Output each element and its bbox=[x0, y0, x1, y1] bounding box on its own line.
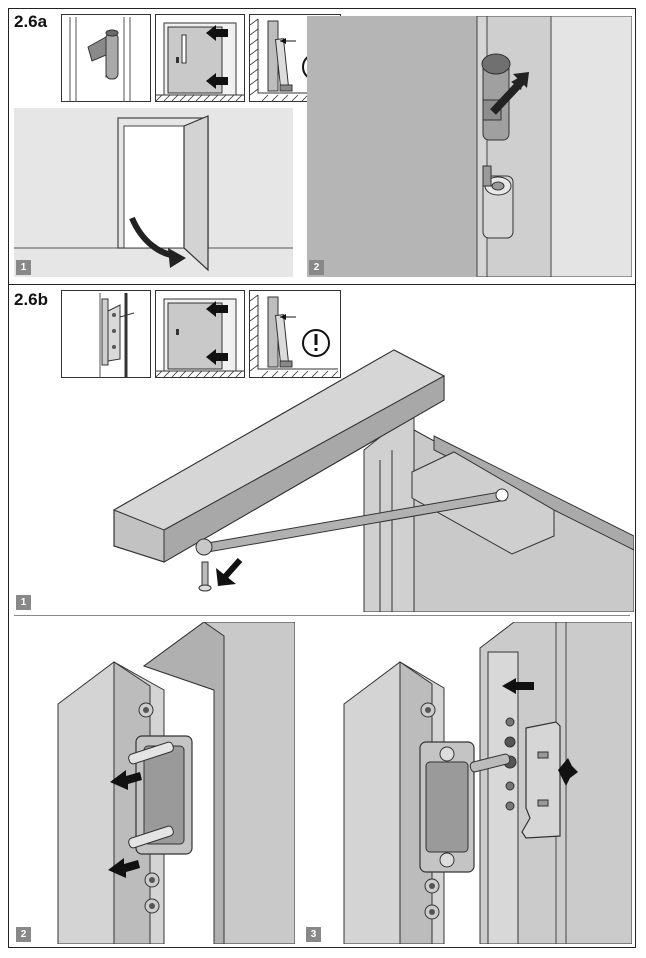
thumb-door-arrows-b bbox=[155, 290, 245, 378]
thumb-hinge bbox=[61, 14, 151, 102]
panel-b3-hinge-mount: 3 bbox=[304, 622, 632, 944]
thumb-wall-warning-b bbox=[249, 290, 341, 378]
thumb-door-arrows bbox=[155, 14, 245, 102]
step-badge-b3: 3 bbox=[306, 927, 321, 942]
thumb-frame-hinge bbox=[61, 290, 151, 378]
step-badge-b2: 2 bbox=[16, 927, 31, 942]
panel-b2-hinge-removal: 2 bbox=[14, 622, 295, 944]
step-badge-a1: 1 bbox=[16, 260, 31, 275]
section-label-2-6a: 2.6a bbox=[14, 12, 48, 31]
panel-a1-open-door: 1 bbox=[14, 108, 293, 277]
panel-divider bbox=[14, 615, 630, 616]
section-divider bbox=[8, 284, 636, 285]
section-label-2-6b: 2.6b bbox=[14, 290, 49, 309]
step-badge-b1: 1 bbox=[16, 595, 31, 610]
manual-page-frame bbox=[8, 8, 636, 948]
panel-b1-door-closer: 1 bbox=[14, 340, 634, 612]
step-badge-a2: 2 bbox=[309, 260, 324, 275]
panel-a2-hinge-lift: 2 bbox=[307, 16, 632, 277]
